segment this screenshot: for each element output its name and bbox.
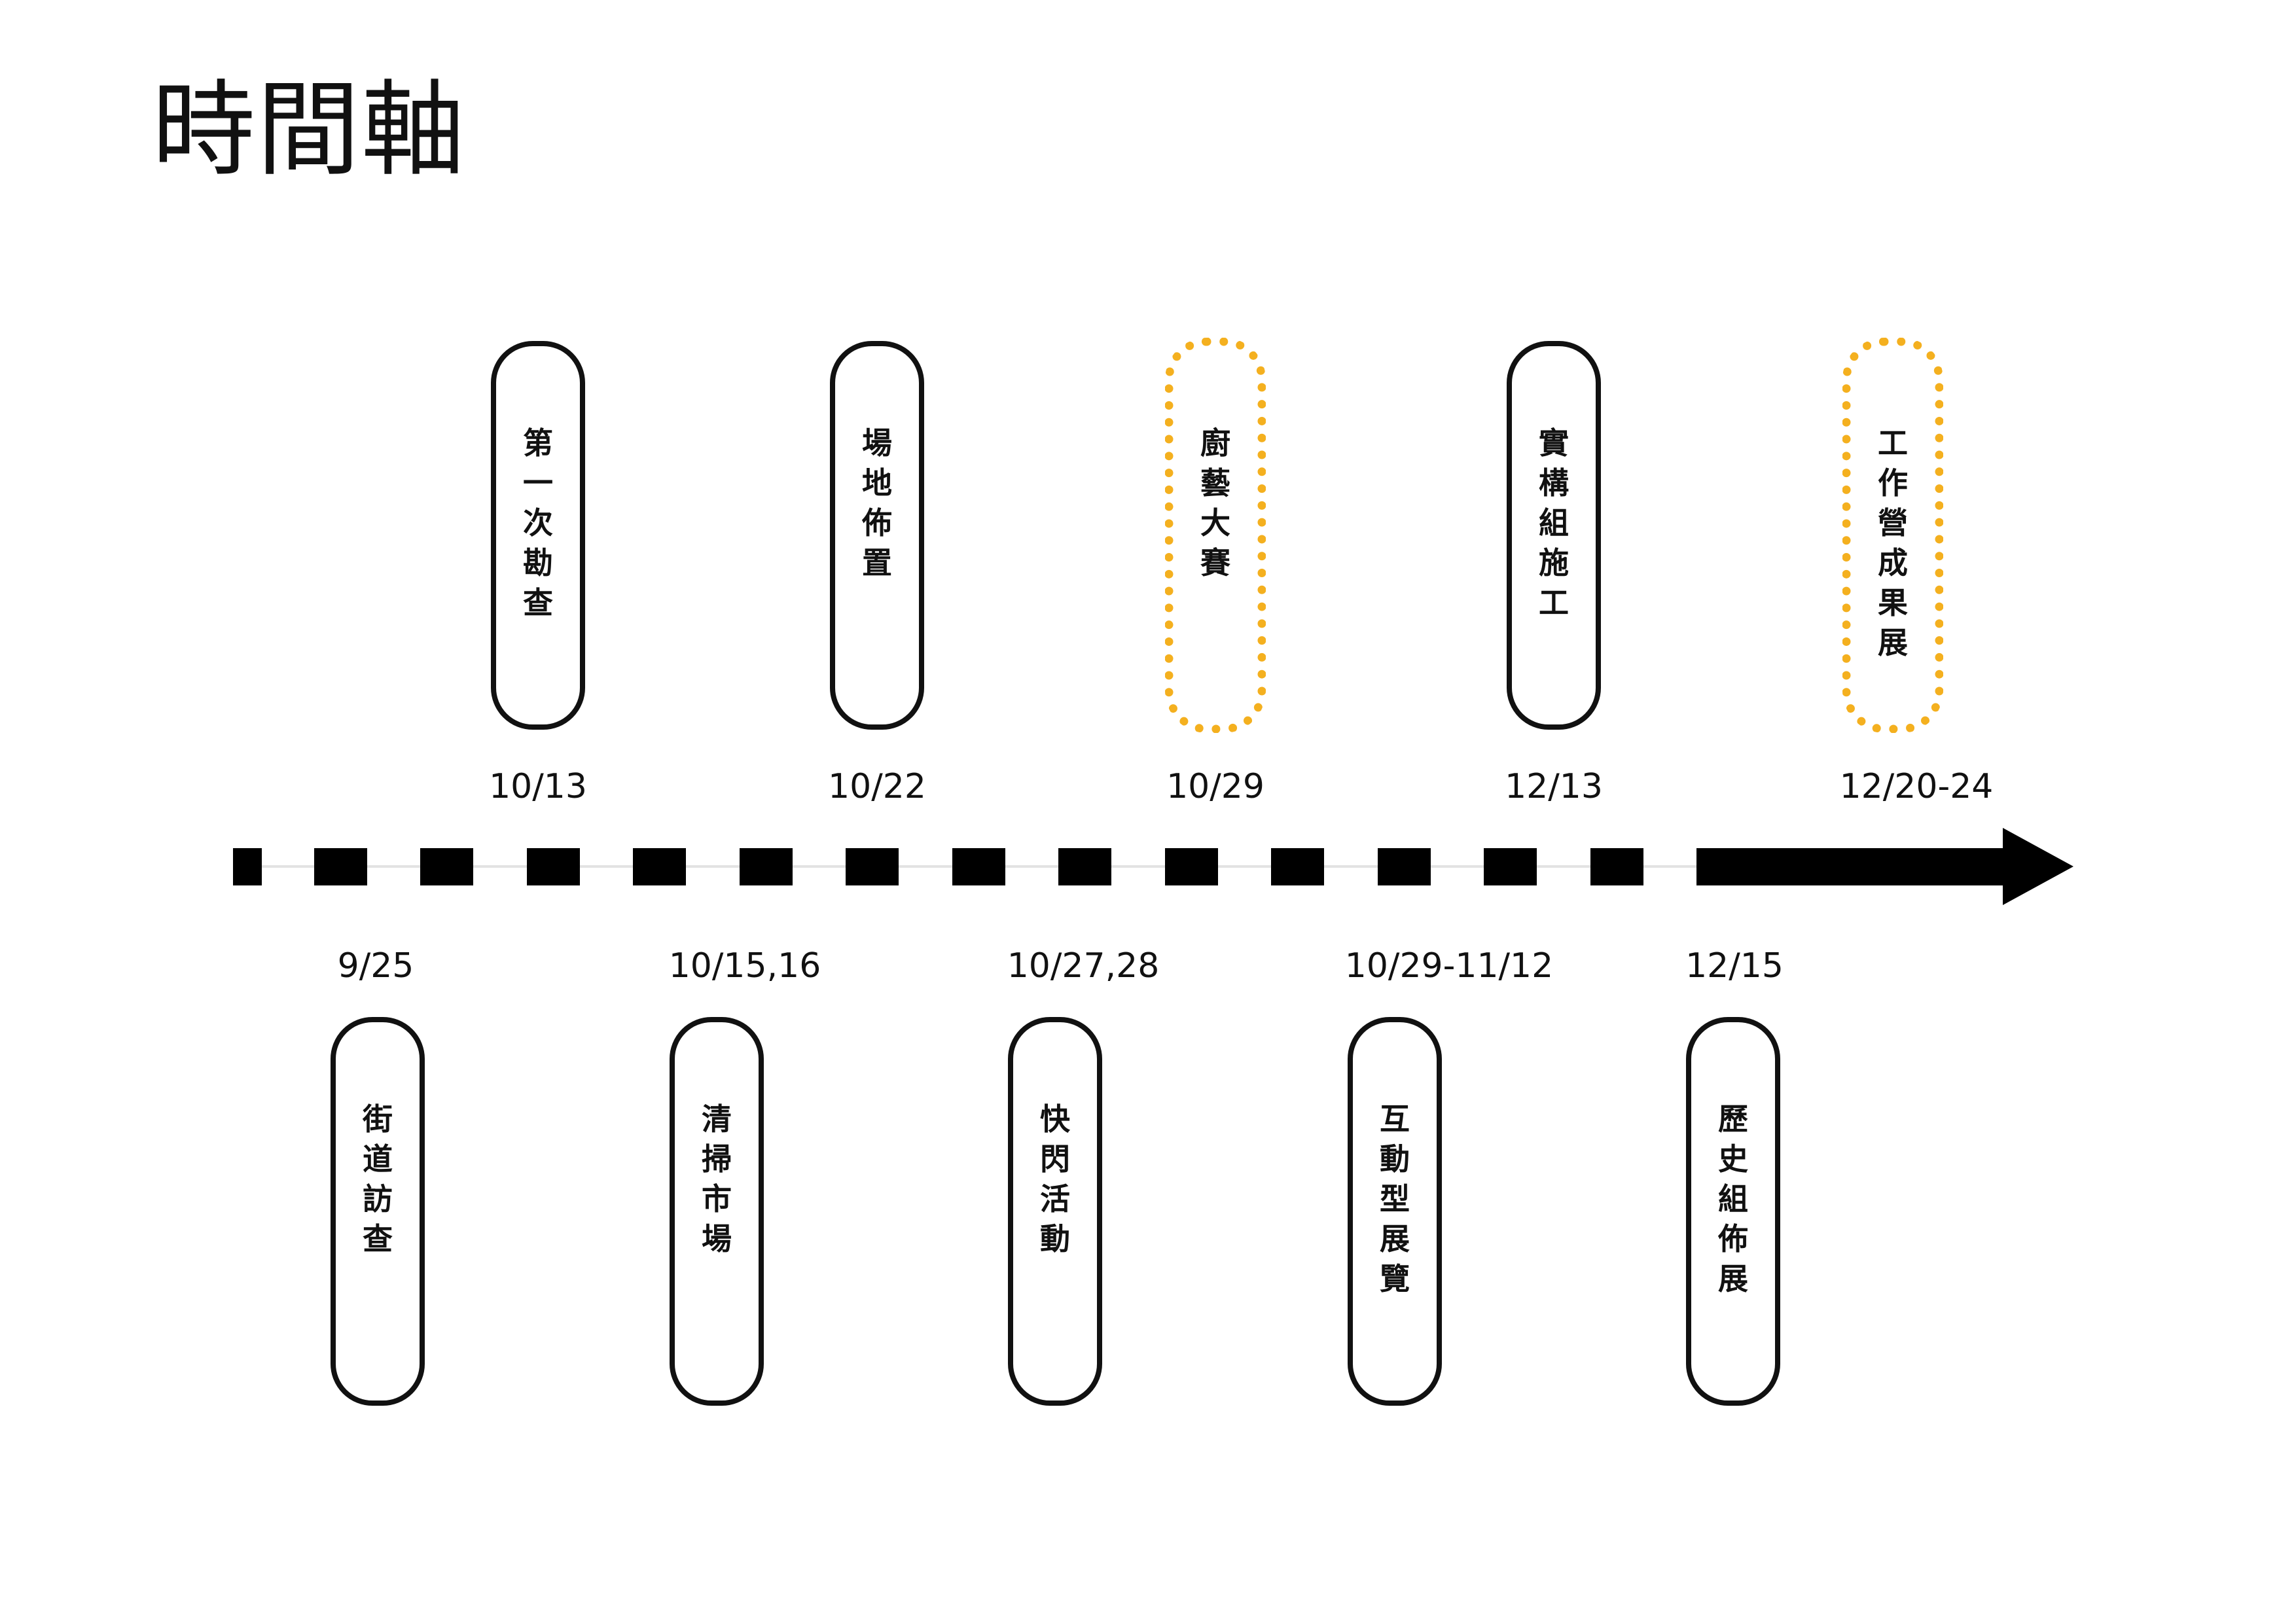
timeline-dash — [633, 848, 686, 885]
timeline-dash — [1165, 848, 1218, 885]
event-label: 街道訪查 — [363, 1101, 393, 1257]
event-label: 實構組施工 — [1539, 425, 1569, 620]
timeline-dash — [1378, 848, 1431, 885]
timeline-dash — [952, 848, 1005, 885]
date-label-bottom: 10/15,16 — [668, 946, 821, 986]
timeline-dash — [846, 848, 899, 885]
event-pill-bottom: 快閃活動 — [1008, 1017, 1102, 1406]
event-pill-bottom: 清掃市場 — [670, 1017, 764, 1406]
date-label-bottom: 9/25 — [337, 946, 414, 986]
event-pill-top-highlight: 工作營成果展 — [1842, 338, 1943, 733]
event-pill-bottom: 街道訪查 — [331, 1017, 425, 1406]
event-label: 快閃活動 — [1040, 1101, 1070, 1257]
timeline-dash — [233, 848, 262, 885]
timeline-arrow-shaft — [1696, 848, 2004, 885]
event-pill-top: 實構組施工 — [1507, 341, 1601, 730]
event-label: 場地佈置 — [862, 425, 892, 580]
timeline-dash — [420, 848, 473, 885]
event-pill-bottom: 歷史組佈展 — [1686, 1017, 1780, 1406]
date-label-top: 12/13 — [1505, 767, 1603, 806]
date-label-bottom: 10/29-11/12 — [1344, 946, 1554, 986]
timeline-dash — [314, 848, 367, 885]
event-pill-top-highlight: 廚藝大賽 — [1165, 338, 1266, 733]
event-pill-bottom: 互動型展覽 — [1348, 1017, 1442, 1406]
timeline-dash — [740, 848, 793, 885]
event-label: 第一次勘查 — [523, 425, 553, 620]
timeline-dash — [1058, 848, 1111, 885]
timeline-dash — [527, 848, 580, 885]
date-label-top: 12/20-24 — [1839, 767, 1994, 806]
event-label: 歷史組佈展 — [1718, 1101, 1748, 1296]
event-label: 廚藝大賽 — [1200, 425, 1230, 580]
date-label-top: 10/13 — [489, 767, 587, 806]
date-label-top: 10/29 — [1166, 767, 1265, 806]
date-label-bottom: 10/27,28 — [1007, 946, 1160, 986]
timeline-dashes — [233, 848, 1643, 885]
timeline-dash — [1590, 848, 1643, 885]
date-label-top: 10/22 — [828, 767, 926, 806]
page-title: 時間軸 — [152, 70, 466, 190]
timeline-arrow-head — [2003, 828, 2073, 905]
event-pill-top: 場地佈置 — [830, 341, 924, 730]
event-label: 工作營成果展 — [1878, 425, 1908, 660]
event-pill-top: 第一次勘查 — [491, 341, 585, 730]
timeline-dash — [1484, 848, 1537, 885]
event-label: 清掃市場 — [702, 1101, 732, 1257]
timeline-dash — [1271, 848, 1324, 885]
date-label-bottom: 12/15 — [1685, 946, 1784, 986]
event-label: 互動型展覽 — [1380, 1101, 1410, 1296]
